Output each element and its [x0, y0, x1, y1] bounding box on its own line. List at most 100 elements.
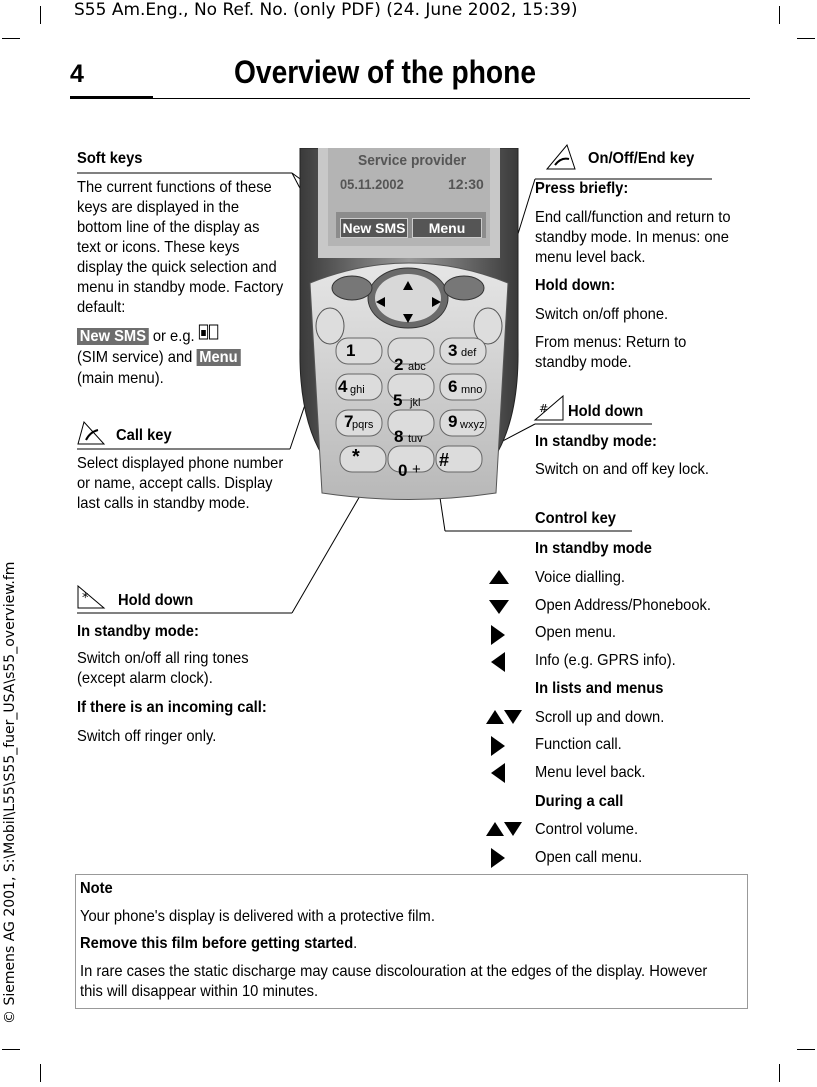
star-key-text1: Switch on/off all ring tones (except ala… — [77, 650, 249, 687]
new-sms-pill: New SMS — [77, 328, 149, 345]
running-header: S55 Am.Eng., No Ref. No. (only PDF) (24.… — [74, 0, 578, 20]
call-key-text: Select displayed phone number or name, a… — [77, 455, 284, 512]
page-title: Overview of the phone — [234, 54, 536, 90]
end-key-icon — [545, 143, 576, 170]
key-0: 0 — [398, 461, 408, 480]
sim-service-text: (SIM service) and — [77, 349, 193, 366]
display-date: 05.11.2002 — [340, 176, 404, 192]
key-2-letters: abc — [408, 361, 426, 373]
right-arrow-icon — [491, 736, 505, 756]
end-key-sub2: Hold down: — [535, 277, 616, 294]
sim-service-line: (SIM service) and Menu — [77, 348, 241, 368]
end-key-sub1: Press briefly: — [535, 180, 629, 197]
crop-mark — [797, 1049, 815, 1050]
note-line2-bold: Remove this film before getting started — [80, 935, 354, 952]
star-key-sub1: In standby mode: — [77, 623, 199, 640]
note-heading: Note — [80, 880, 113, 897]
phone-illustration — [299, 148, 519, 500]
hash-key-sub1: In standby mode: — [535, 433, 657, 450]
left-arrow-icon — [491, 763, 505, 783]
menu-pill: Menu — [196, 349, 241, 366]
crop-mark — [40, 1064, 41, 1082]
end-key-text1: End call/function and return to standby … — [535, 209, 731, 266]
hash-key-text1: Switch on and off key lock. — [535, 461, 710, 478]
main-menu-text: (main menu). — [77, 370, 164, 387]
standby-item-4: Info (e.g. GPRS info). — [535, 652, 676, 669]
soft-keys-heading: Soft keys — [77, 150, 143, 167]
control-key-heading: Control key — [535, 510, 616, 527]
key-hash: # — [439, 450, 450, 470]
standby-heading: In standby mode — [535, 540, 652, 557]
note-line3: In rare cases the static discharge may c… — [80, 963, 708, 1000]
page-number: 4 — [70, 60, 84, 88]
lists-item-3: Menu level back. — [535, 764, 646, 781]
key-8: 8 — [394, 427, 404, 446]
end-key-heading: On/Off/End key — [588, 150, 695, 167]
key-9: 9 — [448, 412, 458, 431]
hash-key-heading: Hold down — [568, 403, 644, 420]
or-eg-text: or e.g. — [152, 328, 195, 345]
crop-mark — [2, 1049, 20, 1050]
key-9-letters: wxyz — [460, 419, 485, 431]
crop-mark — [2, 38, 20, 39]
key-8-letters: tuv — [408, 433, 423, 445]
key-3-letters: def — [461, 347, 477, 359]
star-key-icon: * — [77, 584, 106, 609]
key-2: 2 — [394, 355, 404, 374]
display-time: 12:30 — [448, 176, 484, 192]
call-key-icon — [77, 420, 106, 445]
call-item-1: Control volume. — [535, 821, 639, 838]
soft-keys-defaults: New SMS or e.g. — [77, 324, 307, 347]
star-key-heading: Hold down — [118, 592, 194, 609]
note-line1: Your phone's display is delivered with a… — [80, 908, 435, 925]
star-key-text2: Switch off ringer only. — [77, 728, 217, 745]
standby-item-2: Open Address/Phonebook. — [535, 597, 711, 614]
crop-mark — [779, 6, 780, 24]
key-6-letters: mno — [461, 384, 483, 396]
right-arrow-icon — [491, 848, 505, 868]
lists-item-2: Function call. — [535, 736, 622, 753]
standby-item-1: Voice dialling. — [535, 569, 626, 586]
key-4-letters: ghi — [350, 384, 365, 396]
key-1: 1 — [346, 341, 356, 360]
up-down-arrow-icon — [486, 822, 522, 836]
crop-mark — [40, 6, 41, 24]
lists-item-1: Scroll up and down. — [535, 709, 665, 726]
end-key-text3: From menus: Return to standby mode. — [535, 334, 687, 371]
key-7-letters: pqrs — [352, 419, 374, 431]
down-arrow-icon — [489, 600, 509, 614]
key-4: 4 — [338, 377, 348, 396]
display-provider: Service provider — [358, 152, 467, 169]
crop-mark — [797, 38, 815, 39]
title-rule-accent — [70, 96, 153, 99]
hash-key-icon: # — [533, 394, 564, 421]
call-key-heading: Call key — [116, 427, 172, 444]
note-box — [75, 874, 748, 1009]
key-0-plus: + — [412, 461, 421, 478]
right-arrow-icon — [491, 625, 505, 645]
lists-heading: In lists and menus — [535, 680, 664, 697]
note-line2: Remove this film before getting started. — [80, 934, 357, 954]
soft-keys-text: The current functions of these keys are … — [77, 179, 284, 316]
key-3: 3 — [448, 341, 458, 360]
end-key-text2: Switch on/off phone. — [535, 306, 669, 323]
call-item-2: Open call menu. — [535, 849, 643, 866]
display-softkey-right: Menu — [412, 218, 482, 238]
up-down-arrow-icon — [486, 710, 522, 724]
svg-text:#: # — [539, 402, 548, 415]
key-6: 6 — [448, 377, 458, 396]
crop-mark — [779, 1064, 780, 1082]
up-arrow-icon — [489, 570, 509, 584]
display-softkey-left: New SMS — [340, 218, 408, 238]
key-star: * — [352, 446, 360, 468]
sim-service-icon — [199, 324, 219, 340]
key-7: 7 — [344, 412, 354, 431]
svg-text:*: * — [82, 591, 89, 606]
left-arrow-icon — [491, 652, 505, 672]
key-5-letters: jkl — [410, 397, 421, 409]
title-rule — [70, 98, 750, 99]
call-heading: During a call — [535, 793, 624, 810]
note-line2-end: . — [353, 935, 358, 952]
standby-item-3: Open menu. — [535, 624, 617, 641]
star-key-sub2: If there is an incoming call: — [77, 699, 267, 716]
